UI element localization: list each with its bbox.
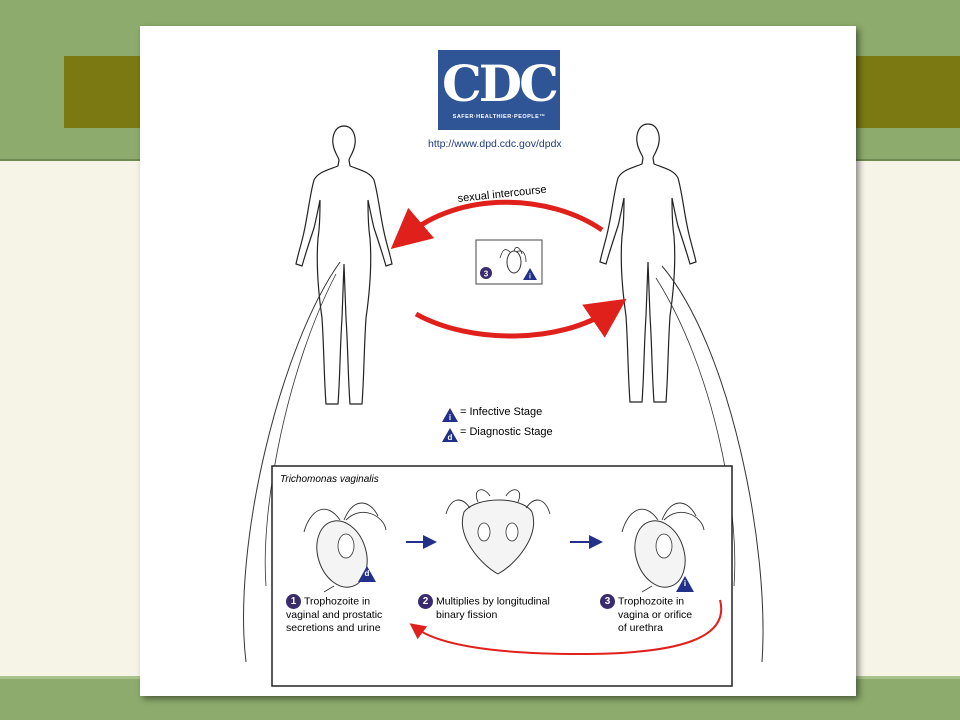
stage2-line2: binary fission <box>436 609 498 621</box>
legend-infective-triangle <box>442 408 458 422</box>
life-cycle-title: Trichomonas vaginalis <box>280 474 379 485</box>
stage3-triangle-letter: i <box>683 579 687 588</box>
right-inner-curve <box>655 277 736 587</box>
cdc-logo: CDC SAFER·HEALTHIER·PEOPLE™ <box>438 50 560 130</box>
inset-infective-triangle <box>523 268 537 280</box>
stage2-badge: 2 <box>418 594 433 609</box>
inset-infective-letter: i <box>529 274 531 281</box>
stage1-badge: 1 <box>286 594 301 609</box>
left-outer-curve <box>243 261 341 663</box>
life-cycle-figure: sexual intercourse 3 i i d <box>140 26 856 696</box>
stage3-line2: vagina or orifice <box>618 609 693 621</box>
stage2-line1: Multiplies by longitudinal <box>436 595 550 608</box>
male-figure <box>599 123 697 403</box>
stage1-triangle-letter: d <box>364 569 370 578</box>
legend-infective-letter: i <box>449 413 451 422</box>
inset-stage-badge <box>480 267 492 279</box>
stage2-flagella <box>445 489 551 515</box>
inset-stage-badge-number: 3 <box>484 270 489 279</box>
stage2-nucleus-right <box>505 522 519 542</box>
stage3-nucleus <box>655 533 673 559</box>
legend-diagnostic-label: = Diagnostic Stage <box>460 426 553 438</box>
stage3-infective-triangle <box>676 576 694 592</box>
cdc-logo-text: CDC <box>442 54 559 113</box>
stage3-line3: of urethra <box>618 621 663 634</box>
female-figure <box>295 125 393 405</box>
stage1-line2: vaginal and prostatic <box>286 609 383 621</box>
legend-diagnostic: = Diagnostic Stage <box>460 426 553 438</box>
stage1-nucleus <box>337 533 355 559</box>
stage1-flagella <box>303 502 387 593</box>
stage3-line1: Trophozoite in <box>618 595 685 608</box>
legend-infective-label: = Infective Stage <box>460 406 543 418</box>
life-cycle-diagram: sexual intercourse 3 i i d <box>243 123 764 687</box>
left-inner-curve <box>264 273 337 587</box>
stage2-dividing-trophozoite <box>462 499 534 575</box>
cdc-url: http://www.dpd.cdc.gov/dpdx <box>428 138 562 150</box>
stage3-flagella <box>621 502 705 593</box>
inset-flagella <box>499 246 527 263</box>
stage1-line3: secretions and urine <box>286 621 381 634</box>
transmission-arrow-to-female <box>390 199 604 249</box>
legend-diagnostic-triangle <box>442 428 458 442</box>
stage1-diagnostic-triangle <box>358 566 376 582</box>
stage2-nucleus-left <box>477 522 491 542</box>
legend-diagnostic-letter: d <box>448 433 453 442</box>
stage1-line1: Trophozoite in <box>304 595 371 608</box>
stage3-badge: 3 <box>600 594 615 609</box>
legend-infective: = Infective Stage <box>460 406 542 418</box>
cycle-return-arrow <box>409 599 723 656</box>
transmission-arrow-to-male <box>414 298 627 339</box>
cdc-tagline: SAFER·HEALTHIER·PEOPLE™ <box>452 114 546 120</box>
right-outer-curve <box>661 265 764 663</box>
